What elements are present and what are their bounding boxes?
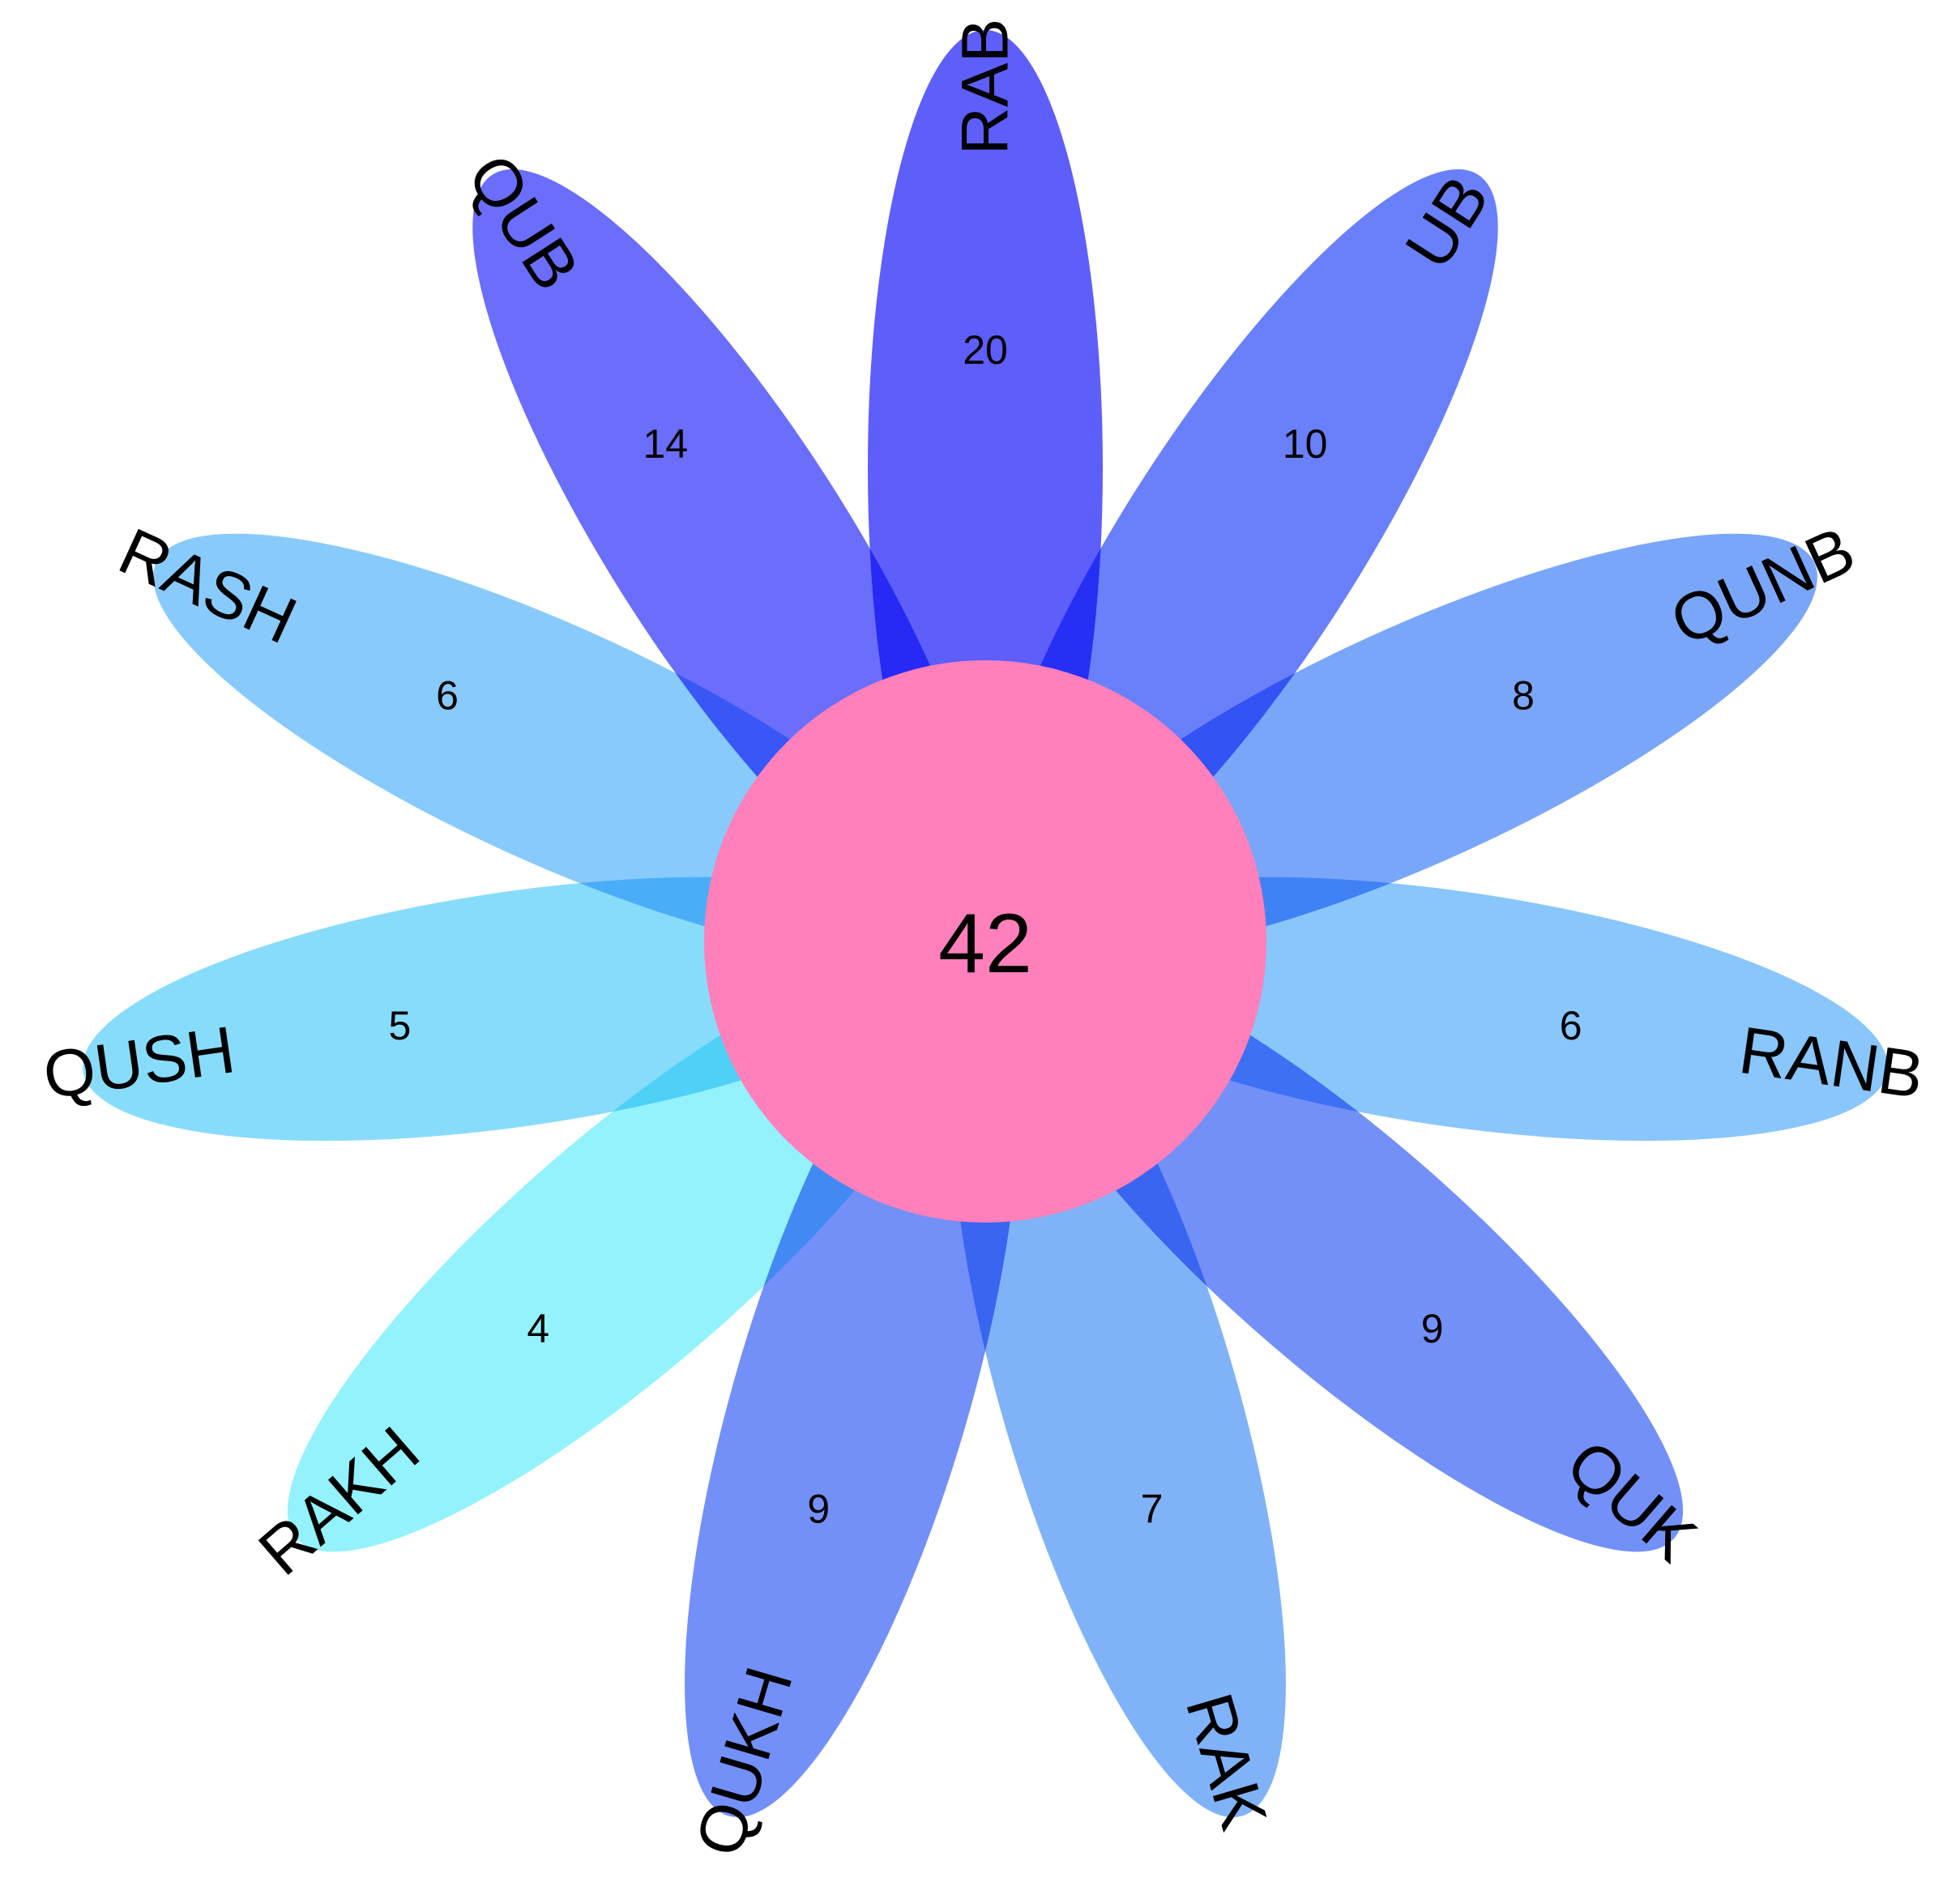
petal-count-quk: 9: [1421, 1306, 1444, 1351]
petal-count-qush: 5: [388, 1003, 411, 1048]
core-circle: [704, 660, 1266, 1223]
petal-count-qub: 14: [643, 421, 688, 467]
petal-count-rak: 7: [1141, 1486, 1164, 1531]
petal-count-rash: 6: [436, 673, 459, 719]
petal-count-ub: 10: [1283, 421, 1328, 467]
petal-label-rab: RAB: [949, 19, 1023, 156]
petal-count-rakh: 4: [527, 1306, 549, 1351]
petal-count-qunb: 8: [1512, 673, 1535, 719]
petal-count-ranb: 6: [1560, 1003, 1582, 1048]
petal-counts-layer: 20 10 8 6 9 7 9 4 5 6 14: [388, 327, 1582, 1531]
core-count: 42: [938, 897, 1032, 991]
petal-count-rab: 20: [963, 327, 1008, 373]
petal-count-qukh: 9: [807, 1486, 830, 1531]
